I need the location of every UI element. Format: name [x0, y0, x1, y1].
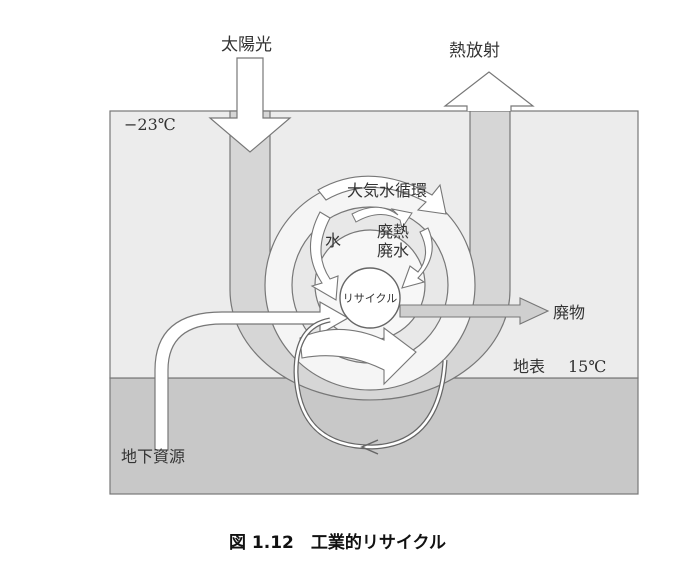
- figure-caption: 図 1.12 工業的リサイクル: [228, 533, 446, 553]
- atm-cycle-arrow-center: [351, 206, 413, 230]
- label-waste: 廃物: [553, 303, 585, 322]
- label-surface-temp: 15℃: [568, 357, 606, 376]
- label-surface: 地表: [513, 357, 545, 376]
- sunlight-arrow: [208, 57, 292, 153]
- recycle-node: [339, 267, 401, 329]
- atm-cycle-arrow-top: [317, 175, 447, 215]
- underground-loop-arrowhead: [360, 439, 379, 455]
- atm-cycle-arrow-left: [309, 211, 339, 301]
- underground-loop-inner: [294, 318, 447, 449]
- atm-cycle-arrow-right: [401, 227, 433, 289]
- label-underground-resources: 地下資源: [121, 447, 185, 466]
- waste-output-arrow: [399, 297, 550, 325]
- label-waste-water: 廃水: [377, 241, 409, 260]
- industrial-recycle-diagram: 太陽光 熱放射 −23℃ 大気水循環 水 廃熱 廃水 リサイクル 廃物 地表 1…: [109, 35, 639, 495]
- label-recycle: リサイクル: [343, 292, 397, 305]
- label-atm-water-cycle: 大気水循環: [347, 181, 427, 200]
- label-waste-heat: 廃熱: [377, 222, 409, 241]
- label-sunlight: 太陽光: [221, 35, 272, 55]
- label-water: 水: [325, 231, 341, 250]
- lower-cycle-arrow: [299, 326, 417, 386]
- label-space-temp: −23℃: [124, 115, 176, 134]
- heat-radiation-arrow: [443, 71, 535, 111]
- label-heat-radiation: 熱放射: [449, 41, 500, 61]
